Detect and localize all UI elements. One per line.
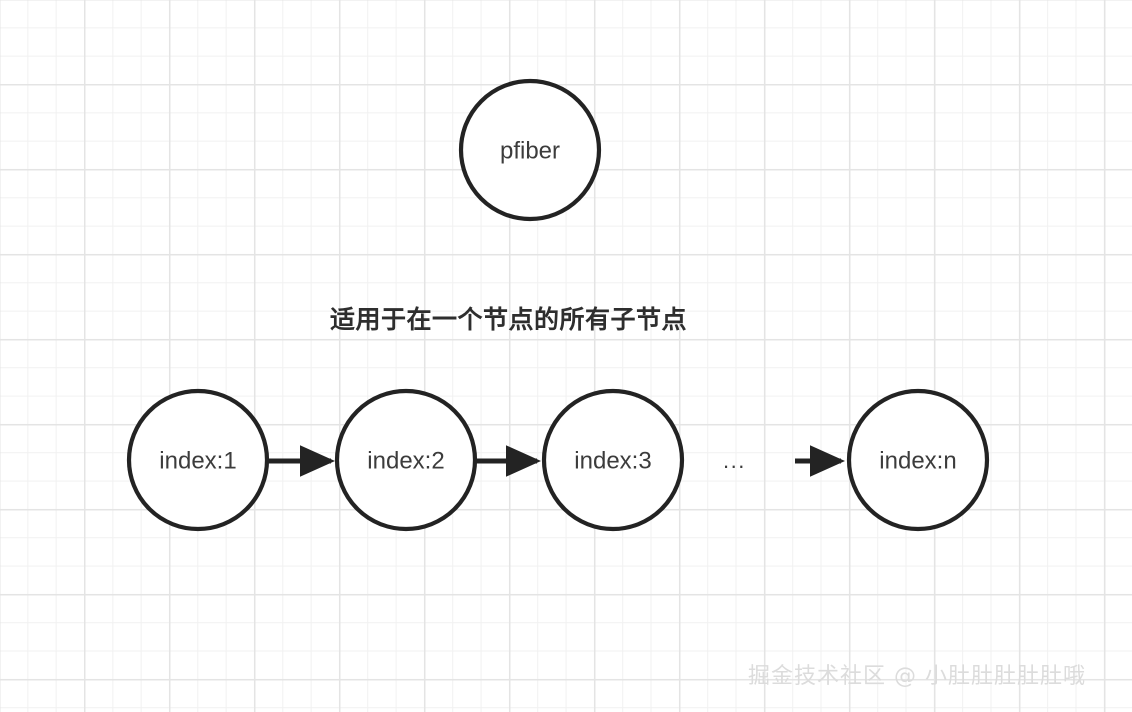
node-index-n-label: index:n <box>879 448 956 475</box>
node-index-1-circle <box>126 388 270 532</box>
node-index-n-circle <box>846 388 990 532</box>
node-index-2[interactable]: index:2 <box>334 388 478 532</box>
node-index-3-label: index:3 <box>574 448 651 475</box>
node-pfiber-label: pfiber <box>500 138 560 165</box>
node-index-2-label: index:2 <box>367 448 444 475</box>
node-pfiber[interactable]: pfiber <box>458 78 602 222</box>
node-index-1[interactable]: index:1 <box>126 388 270 532</box>
node-index-1-label: index:1 <box>159 448 236 475</box>
node-index-2-circle <box>334 388 478 532</box>
node-index-n[interactable]: index:n <box>846 388 990 532</box>
node-index-3-circle <box>541 388 685 532</box>
node-index-3[interactable]: index:3 <box>541 388 685 532</box>
node-pfiber-circle <box>458 78 602 222</box>
ellipsis-label: ... <box>723 448 746 473</box>
watermark: 掘金技术社区 @ 小肚肚肚肚肚哦 <box>748 664 1086 689</box>
section-heading: 适用于在一个节点的所有子节点 <box>330 306 688 334</box>
